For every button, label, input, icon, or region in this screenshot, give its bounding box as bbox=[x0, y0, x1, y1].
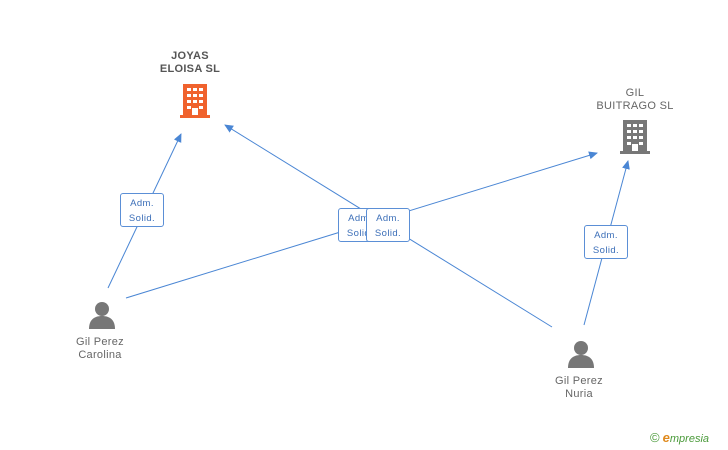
empresia-logo: © empresia bbox=[650, 430, 709, 445]
building-icon[interactable] bbox=[620, 120, 650, 154]
person-icon[interactable] bbox=[89, 302, 115, 329]
brand-e-letter: e bbox=[662, 430, 670, 445]
relation-label-carolina-joyas: Adm. Solid. bbox=[120, 193, 164, 227]
company-name-joyas-eloisa[interactable]: JOYAS ELOISA SL bbox=[159, 50, 221, 75]
company-name-gil-buitrago[interactable]: GIL BUITRAGO SL bbox=[596, 87, 674, 112]
person-name-nuria[interactable]: Gil Perez Nuria bbox=[555, 375, 603, 400]
copyright-icon: © bbox=[650, 430, 660, 445]
building-icon[interactable] bbox=[180, 84, 210, 118]
person-icon[interactable] bbox=[568, 341, 594, 368]
relation-label-nuria-gil-buitrago: Adm. Solid. bbox=[584, 225, 628, 259]
relation-label-nuria-joyas: Adm. Solid. bbox=[366, 208, 410, 242]
brand-name: mpresia bbox=[669, 433, 710, 445]
person-name-carolina[interactable]: Gil Perez Carolina bbox=[76, 336, 124, 361]
